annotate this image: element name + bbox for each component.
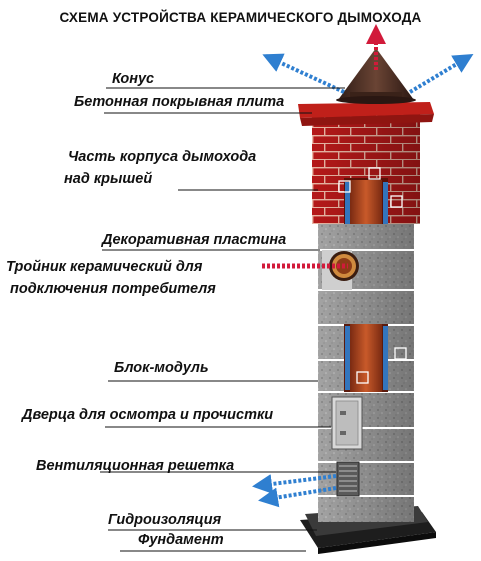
label-concrete-slab: Бетонная покрывная плита (74, 94, 285, 110)
chimney-cone (336, 48, 416, 104)
label-waterproofing: Гидроизоляция (108, 512, 222, 528)
leader-lines (100, 87, 345, 552)
label-decorative-plate: Декоративная пластина (102, 232, 287, 248)
label-grille: Вентиляционная решетка (36, 458, 235, 474)
label-above-roof-line1: Часть корпуса дымохода (68, 149, 257, 165)
diagram-title: СХЕМА УСТРОЙСТВА КЕРАМИЧЕСКОГО ДЫМОХОДА (59, 10, 422, 25)
concrete-cap-slab (298, 102, 434, 126)
cleaning-door (331, 396, 363, 450)
ventilation-grille (336, 461, 360, 497)
label-foundation: Фундамент (138, 532, 224, 548)
brick-section (312, 112, 420, 224)
airflow-arrows (252, 24, 474, 508)
label-cone: Конус (112, 71, 155, 87)
label-tee-line2: подключения потребителя (10, 281, 216, 297)
label-block-module: Блок-модуль (114, 360, 209, 376)
label-above-roof-line2: над крышей (64, 171, 153, 187)
label-tee-line1: Тройник керамический для (6, 259, 203, 275)
label-door: Дверца для осмотра и прочистки (22, 407, 274, 423)
